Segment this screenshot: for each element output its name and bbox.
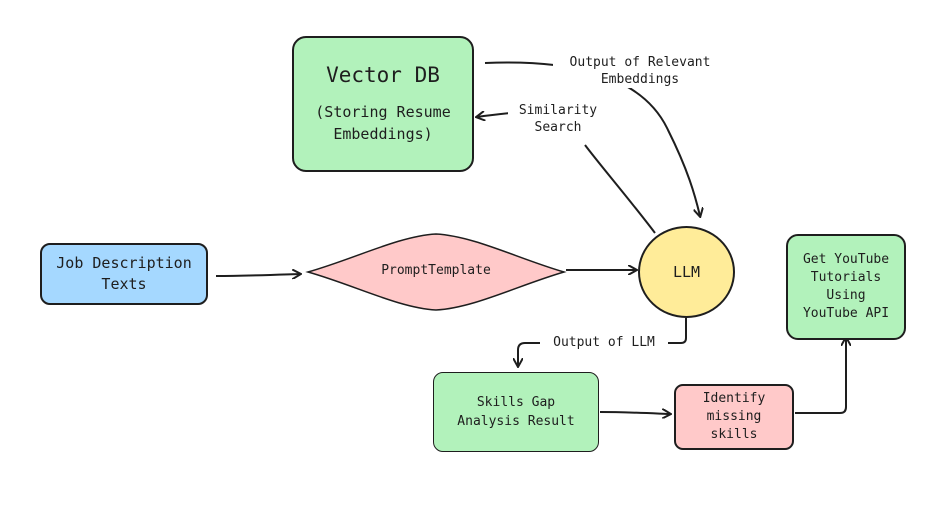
edge-similarity-to-vectordb — [477, 113, 511, 117]
edge-identify-to-youtube — [795, 338, 846, 414]
prompt-template-label: PromptTemplate — [381, 263, 491, 278]
llm-node: LLM — [638, 226, 735, 318]
identify-line1: Identify — [702, 391, 766, 406]
job-description-line2: Texts — [101, 275, 147, 293]
skills-gap-line2: Analysis Result — [457, 414, 575, 429]
edge-skillsgap-to-identify — [599, 412, 670, 414]
skills-gap-node: Skills Gap Analysis Result — [433, 372, 599, 452]
edge-label-output-relevant: Output of Relevant Embeddings — [553, 54, 727, 88]
edge-vectordb-to-llm — [484, 61, 700, 216]
job-description-node: Job Description Texts — [40, 243, 208, 305]
edge-label-similarity-line1: Similarity — [518, 103, 598, 118]
edge-label-similarity-line2: Search — [534, 120, 582, 135]
vector-db-subtitle-line2: Embeddings) — [333, 125, 433, 143]
vector-db-subtitle-line1: (Storing Resume — [315, 103, 451, 121]
identify-line2: missing — [706, 409, 762, 424]
skills-gap-line1: Skills Gap — [476, 395, 556, 410]
youtube-line2: Tutorials — [810, 270, 882, 285]
youtube-line4: YouTube API — [802, 306, 890, 321]
edge-label-output-llm: Output of LLM — [540, 334, 668, 351]
vector-db-node: Vector DB (Storing Resume Embeddings) — [292, 36, 474, 172]
edge-label-output-relevant-line1: Output of Relevant — [569, 55, 711, 70]
prompt-template-shape — [305, 233, 567, 311]
job-description-line1: Job Description — [56, 254, 192, 272]
edge-label-similarity-search: Similarity Search — [508, 102, 608, 136]
youtube-line3: Using — [826, 288, 866, 303]
identify-missing-skills-node: Identify missing skills — [674, 384, 794, 450]
youtube-line1: Get YouTube — [802, 252, 890, 267]
edge-label-output-relevant-line2: Embeddings — [600, 72, 680, 87]
llm-label: LLM — [672, 263, 701, 281]
edge-llm-to-vectordb — [584, 144, 656, 234]
youtube-tutorials-node: Get YouTube Tutorials Using YouTube API — [786, 234, 906, 340]
edge-jobdesc-to-prompt — [215, 274, 300, 276]
identify-line3: skills — [710, 427, 758, 442]
vector-db-title: Vector DB — [326, 63, 440, 87]
